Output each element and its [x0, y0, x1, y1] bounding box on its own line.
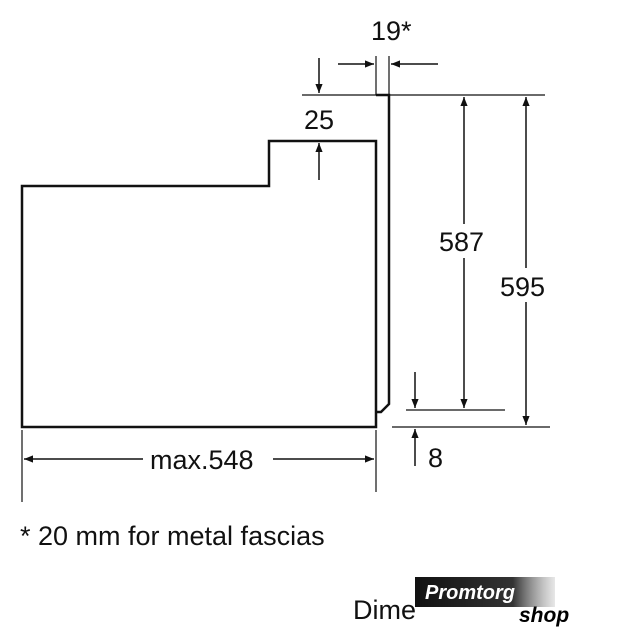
- watermark-line1: Promtorg: [425, 582, 515, 604]
- watermark-line2: shop: [519, 604, 569, 627]
- dimension-label-total-height: 595: [500, 272, 545, 302]
- dimension-label-top-gap: 19*: [371, 16, 412, 46]
- dimension-label-bottom-gap: 8: [428, 443, 443, 473]
- oven-body-outline: [20, 139, 378, 429]
- watermark-logo: Promtorg shop: [415, 577, 618, 640]
- front-fascia-outline: [376, 93, 391, 414]
- dimension-label-inner-height: 587: [439, 227, 484, 257]
- label-bg-595: [499, 268, 553, 302]
- caption-partial: Dime: [353, 595, 416, 625]
- footnote: * 20 mm for metal fascias: [20, 521, 325, 551]
- dimension-label-depth: max.548: [150, 445, 254, 475]
- dimension-label-step: 25: [304, 105, 334, 135]
- label-bg-587: [438, 224, 490, 258]
- label-bg-548: [143, 442, 273, 476]
